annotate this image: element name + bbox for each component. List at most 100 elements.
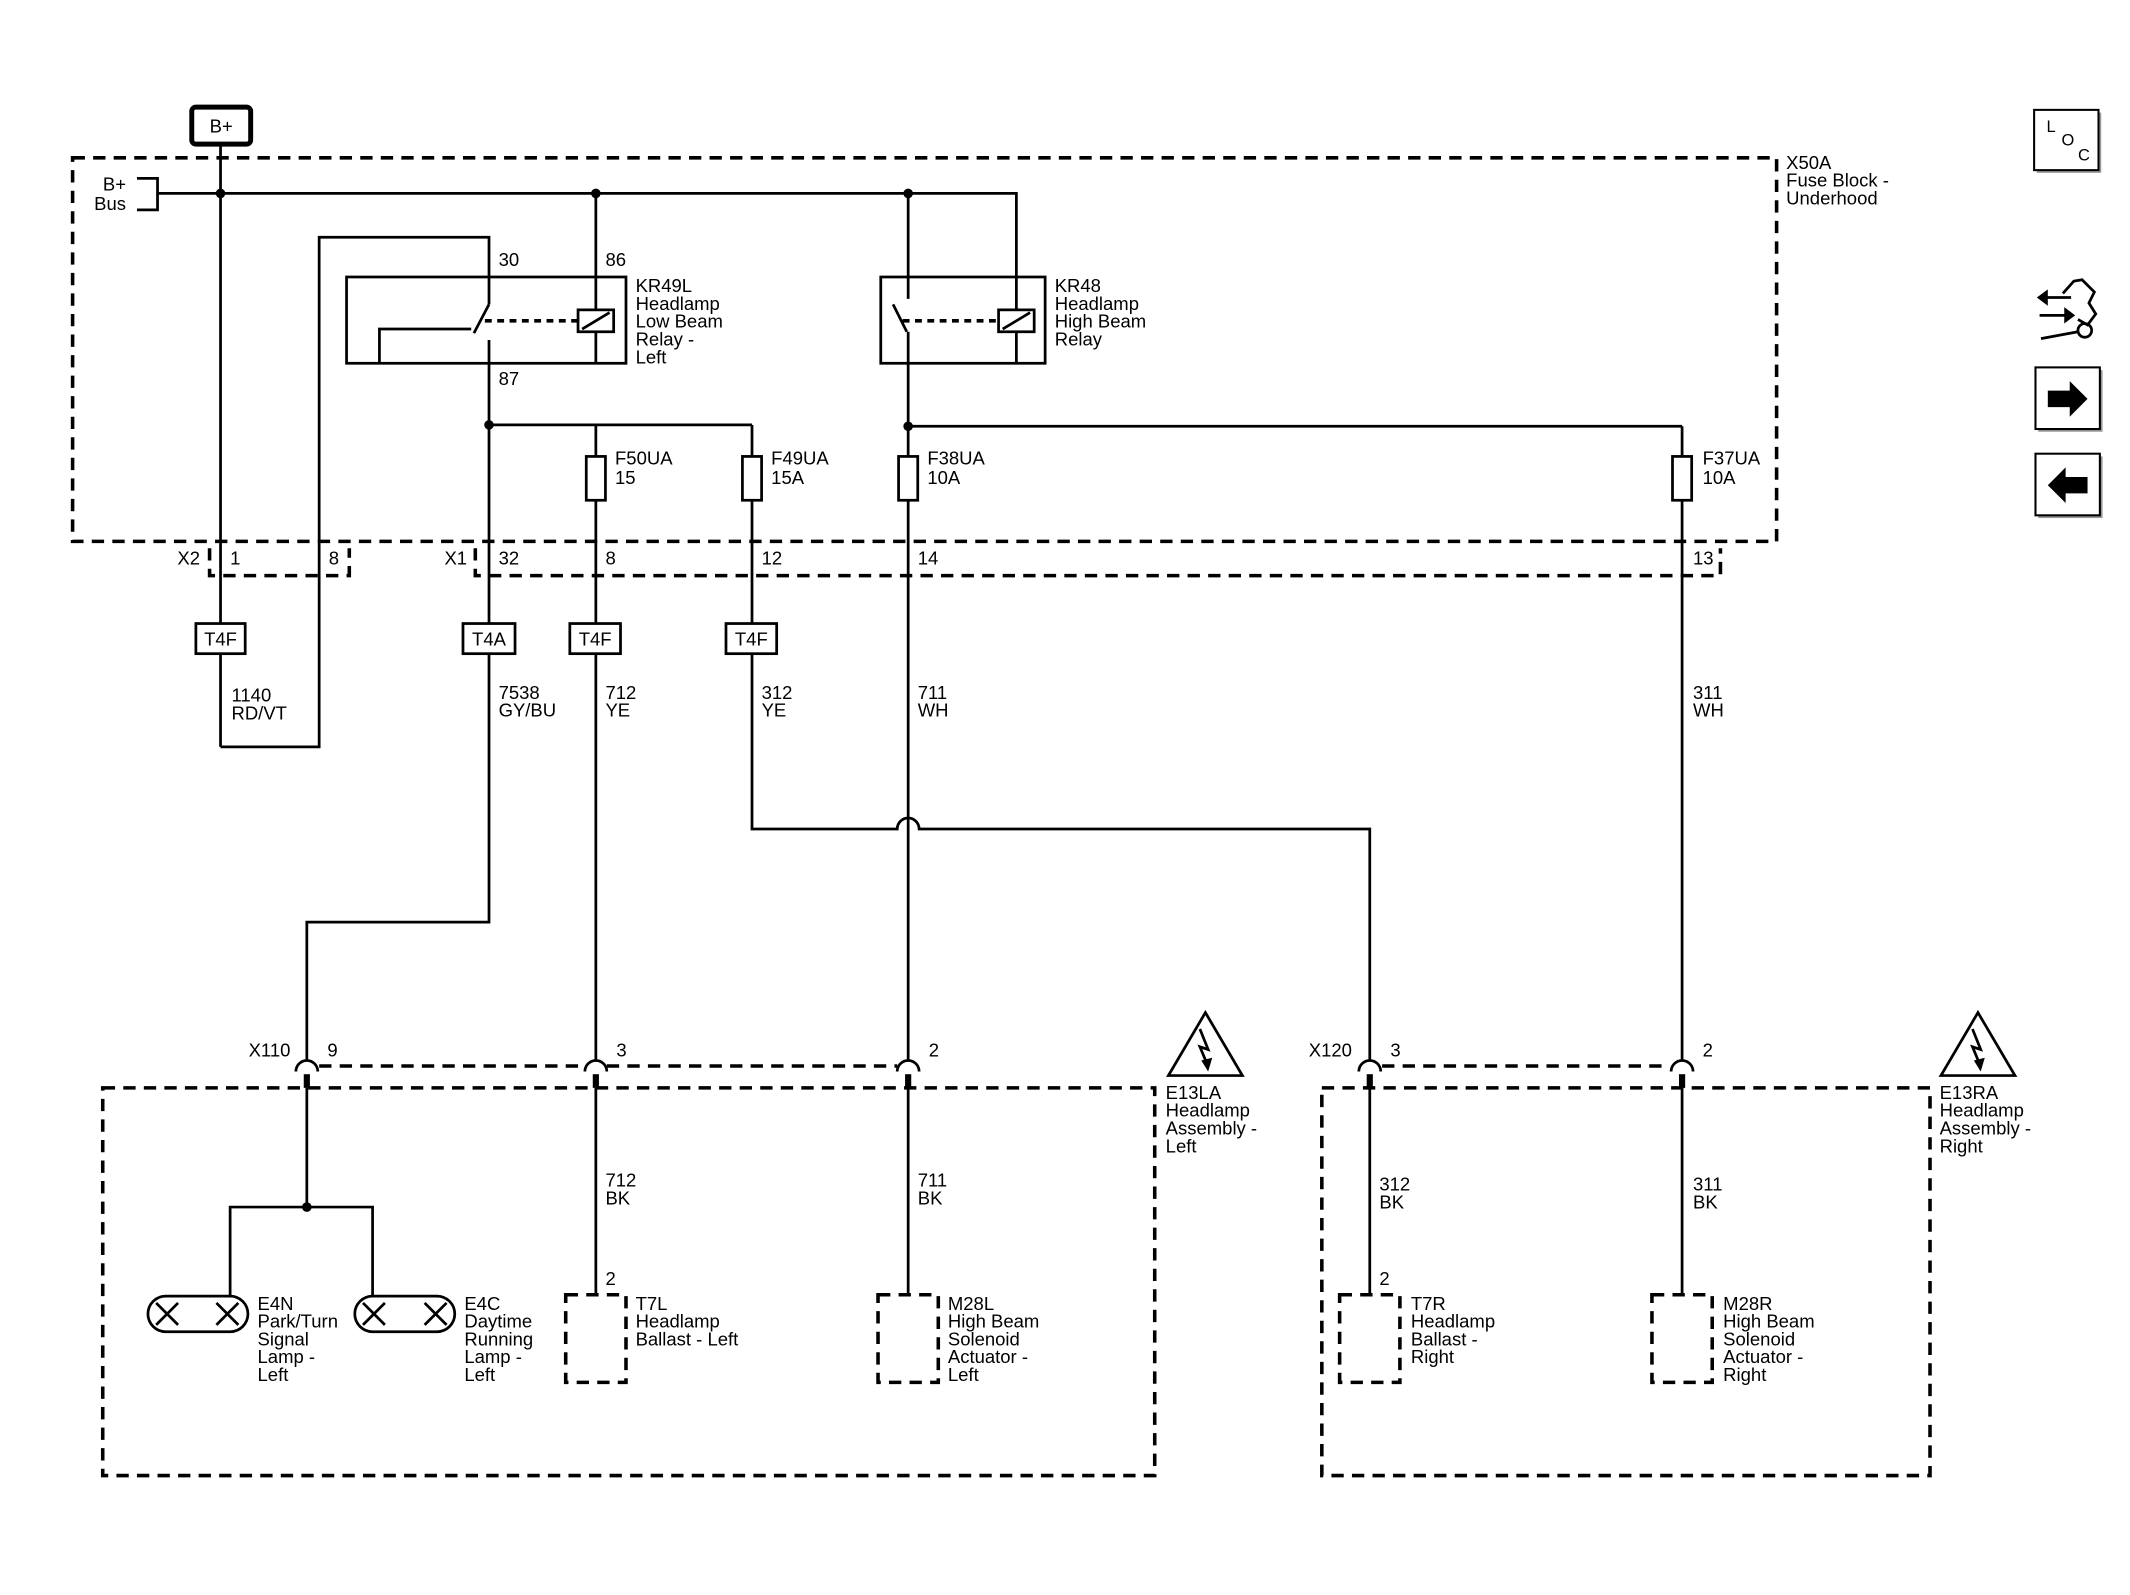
- connector-x2: X2 1 8: [177, 548, 352, 578]
- wire-segment: [220, 235, 491, 749]
- component-outline: [563, 1292, 628, 1385]
- lamp-label-line: Running: [464, 1328, 533, 1349]
- loc-letter: L: [2046, 118, 2055, 136]
- component-label-line: Actuator -: [948, 1346, 1028, 1367]
- connector-outline: [473, 548, 1723, 578]
- connector-pin: 3: [1390, 1039, 1400, 1060]
- component-label-line: Solenoid: [1723, 1328, 1795, 1349]
- component-label-line: Left: [948, 1364, 979, 1385]
- relay-kr48-switch-blade: [891, 303, 909, 333]
- component-pin: 2: [605, 1268, 615, 1289]
- next-page-button[interactable]: [2034, 366, 2103, 432]
- connector-pin: 8: [329, 548, 339, 569]
- location-view-icon: L O C: [2046, 118, 2090, 165]
- fuse-symbol: [741, 455, 763, 502]
- fuse-label-line: F50UA: [615, 448, 673, 469]
- wire-color-code: BK: [918, 1187, 943, 1208]
- lamp-e4c: E4C Daytime Running Lamp - Left: [353, 1293, 533, 1385]
- wire-circuit-number: 1140: [231, 685, 271, 706]
- button-face: [2033, 108, 2100, 172]
- high-voltage-warning-icon: [1938, 1009, 2018, 1077]
- fuse-label-line: 15A: [771, 467, 805, 488]
- connector-x120: X120 3 2: [1309, 1039, 1713, 1088]
- wire-1140-loop: [219, 235, 491, 749]
- bus-label-line: Bus: [94, 193, 126, 214]
- connector-tools-button[interactable]: [2032, 274, 2102, 346]
- lamp-label-line: Left: [258, 1364, 289, 1385]
- fuse-block-x50a: X50A Fuse Block - Underhood: [70, 152, 1889, 544]
- fuse-block-label-line: Fuse Block -: [1786, 170, 1889, 191]
- component-outline: [876, 1292, 941, 1385]
- fuse-f49ua: F49UA 15A: [741, 448, 829, 502]
- icon-wrench-head: [2076, 322, 2094, 339]
- lightning-arrowhead: [1973, 1057, 1985, 1072]
- component-t7r: 312 BK 2 T7R Headlamp Ballast - Right: [1337, 1087, 1495, 1385]
- fuse-label-line: F38UA: [927, 448, 985, 469]
- relay-kr48-coil-mark: [1001, 311, 1031, 331]
- lamp-filament-mark: [155, 1301, 180, 1326]
- component-label-line: T7R: [1411, 1293, 1446, 1314]
- previous-page-button[interactable]: [2034, 452, 2103, 519]
- connector-pin-symbol: [1669, 1059, 1695, 1072]
- wire-circuit-number: 311: [1693, 682, 1722, 703]
- relay-kr48: KR48 Headlamp High Beam Relay: [879, 193, 1146, 427]
- icon-arrowhead: [2064, 307, 2076, 324]
- fuse-f38ua: F38UA 10A: [897, 448, 986, 502]
- lamp-e4n: E4N Park/Turn Signal Lamp - Left: [146, 1293, 338, 1385]
- lamp-label-line: Daytime: [464, 1311, 532, 1332]
- bulb-icon: [146, 1294, 250, 1334]
- arrow-right-icon: [2047, 381, 2088, 417]
- component-outline: [1337, 1292, 1402, 1385]
- relay-label-line: KR48: [1055, 275, 1101, 296]
- splice-dot: [302, 1202, 312, 1212]
- arrow-left-icon: [2047, 467, 2088, 503]
- fuse-label-line: 15: [615, 467, 636, 488]
- bus-bracket: [136, 176, 159, 212]
- headlamp-assembly-right: E13RA Headlamp Assembly - Right 312 BK 2…: [1320, 1009, 2031, 1478]
- component-label-line: High Beam: [1723, 1311, 1814, 1332]
- relay-kr49l-switch-blade: [472, 303, 491, 334]
- fuse-label-line: 10A: [927, 467, 961, 488]
- loc-button[interactable]: L O C: [2033, 108, 2102, 173]
- lamp-body: [353, 1294, 457, 1334]
- wire-color-code: GY/BU: [499, 700, 557, 721]
- bus-label-line: B+: [103, 174, 126, 195]
- lightning-arrowhead: [1201, 1057, 1213, 1072]
- wire-circuit-number: 312: [1379, 1174, 1410, 1195]
- connector-pin: 2: [929, 1039, 939, 1060]
- component-label-line: Headlamp: [1411, 1311, 1495, 1332]
- wire-color-code: YE: [605, 700, 630, 721]
- component-label-line: Ballast - Left: [636, 1328, 739, 1349]
- lamp-label-line: E4C: [464, 1293, 500, 1314]
- bus-bar: [157, 192, 1018, 310]
- loc-letter: C: [2078, 147, 2090, 165]
- wire-circuit-number: 712: [605, 1170, 636, 1191]
- wire-color-code: BK: [1379, 1191, 1404, 1212]
- headlamp-assembly-left: E13LA Headlamp Assembly - Left E4N Park/…: [100, 1009, 1257, 1478]
- relay-pin-label: 30: [499, 249, 520, 270]
- wire-circuit-number: 7538: [499, 682, 540, 703]
- connector-pin-symbol: [583, 1059, 609, 1072]
- assembly-label-line: Right: [1940, 1135, 1983, 1156]
- wire-312: [750, 653, 1372, 1061]
- wire-color-code: WH: [1693, 700, 1724, 721]
- relay-kr49l: 30 86 87 KR49L Headlamp Low Beam Relay -…: [345, 193, 723, 425]
- assembly-outline: [100, 1086, 1157, 1478]
- component-pin: 2: [1379, 1268, 1389, 1289]
- fuse-symbol: [584, 455, 607, 502]
- component-label-line: Headlamp: [636, 1311, 720, 1332]
- b-plus-box: [189, 104, 254, 147]
- component-label-line: High Beam: [948, 1311, 1039, 1332]
- connector-pin: 12: [762, 548, 783, 569]
- terminal-box: [724, 622, 779, 656]
- connector-name: X120: [1309, 1039, 1352, 1060]
- relay-label-line: Relay -: [636, 328, 695, 349]
- relay-label-line: KR49L: [636, 275, 693, 296]
- connector-pin-symbol: [1357, 1059, 1383, 1072]
- relay-pin-label: 87: [499, 368, 520, 389]
- b-plus-power-source: B+: [189, 104, 254, 624]
- lamp-branch-wire: [228, 1205, 374, 1297]
- fuse-block-label-line: Underhood: [1786, 187, 1877, 208]
- connector-pin: 2: [1703, 1039, 1713, 1060]
